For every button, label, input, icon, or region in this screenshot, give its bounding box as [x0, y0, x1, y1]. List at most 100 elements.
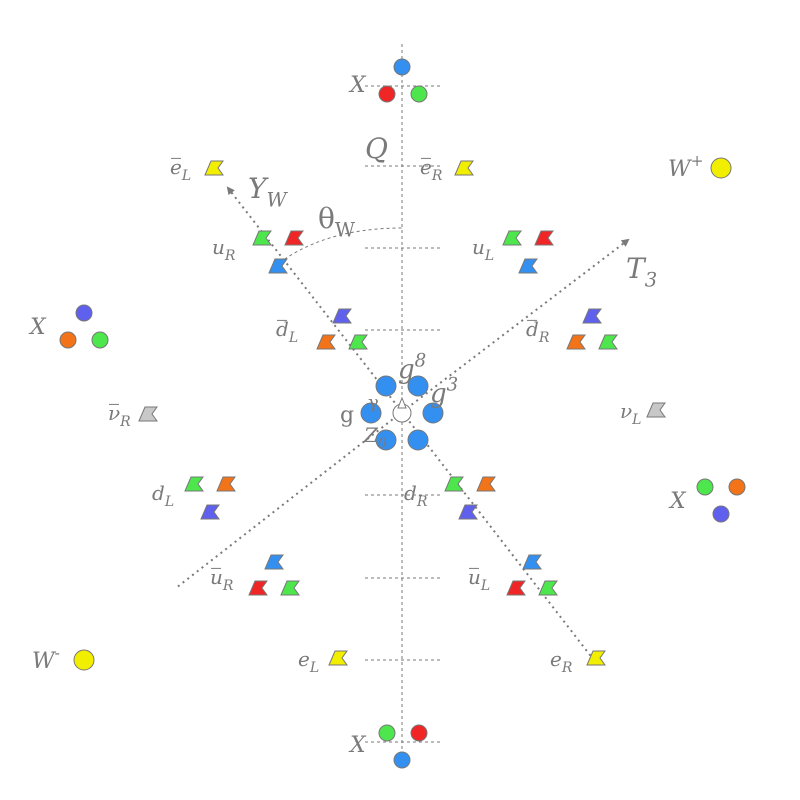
ubar-r-label-text: u — [210, 565, 223, 589]
x-top-label-text: X — [348, 73, 367, 98]
dbar-l-shape-2 — [316, 334, 336, 350]
w-minus-label-superscript: - — [55, 644, 60, 662]
u-l-label-subscript: L — [484, 248, 494, 264]
e-r-shape — [586, 650, 606, 666]
e-l-label-text: e — [298, 647, 310, 671]
yw-axis-label-subscript: W — [266, 188, 288, 211]
x-right-violet-circle — [712, 505, 730, 523]
x-bottom-blue-circle — [393, 751, 411, 769]
d-l-shape-2 — [216, 476, 236, 492]
z0-label: Z0 — [363, 423, 387, 452]
d-r-label: dR — [404, 481, 428, 510]
ebar-l-label: eL — [170, 155, 191, 184]
g8-label: g8 — [398, 350, 426, 385]
x-left-orange-circle — [59, 331, 77, 349]
x-right-label-text: X — [668, 489, 687, 514]
x-bottom-label-text: X — [348, 733, 367, 758]
d-l-label: dL — [152, 481, 174, 510]
e-l-label-subscript: L — [309, 660, 319, 676]
x-top-label: X — [348, 73, 367, 98]
x-bottom-label: X — [348, 733, 367, 758]
e-l-shape — [328, 650, 348, 666]
ebar-r-label-subscript: R — [431, 168, 443, 184]
nu-l-label-subscript: L — [631, 412, 641, 428]
nu-l-shape — [646, 402, 666, 418]
u-r-shape-3 — [268, 258, 288, 274]
ubar-r-label-subscript: R — [222, 578, 234, 594]
dbar-l-label-text: d — [276, 317, 289, 341]
d-r-shape-2 — [476, 476, 496, 492]
z0-label-text: Z — [363, 423, 379, 447]
dbar-r-label-text: d — [526, 317, 539, 341]
g8-label-text: g — [398, 355, 415, 385]
x-left-label: X — [28, 315, 47, 340]
dbar-r-shape-3 — [598, 334, 618, 350]
ubar-r-shape-1 — [264, 554, 284, 570]
ubar-l-shape-2 — [506, 580, 526, 596]
ubar-l-label-text: u — [468, 565, 481, 589]
ubar-l-label: uL — [468, 565, 490, 594]
g3-label-superscript: 3 — [447, 374, 459, 395]
u-r-label: uR — [212, 235, 236, 264]
weinberg-angle-arc — [269, 227, 403, 271]
x-left-label-text: X — [28, 315, 47, 340]
weinberg-angle-label: θW — [318, 202, 356, 241]
nubar-r-label-text: ν — [108, 401, 120, 425]
yw-axis-label-text: Y — [248, 172, 269, 205]
w-minus-circle — [73, 649, 95, 671]
d-l-shape-3 — [200, 504, 220, 520]
weak-isospin-axis-label-text: T — [626, 252, 647, 285]
x-left-violet-circle — [75, 304, 93, 322]
dbar-l-label-subscript: L — [288, 330, 298, 346]
e-l-label: eL — [298, 647, 319, 676]
w-plus-circle — [710, 157, 732, 179]
weak-isospin-axis-label: T3 — [626, 252, 657, 291]
dbar-r-label: dR — [526, 317, 550, 346]
w-plus-label-superscript: + — [691, 152, 704, 170]
x-right-label: X — [668, 489, 687, 514]
yw-axis-label: YW — [248, 172, 288, 211]
e-r-label: eR — [550, 647, 573, 676]
u-l-shape-3 — [518, 258, 538, 274]
weak-isospin-axis-label-subscript: 3 — [645, 268, 657, 291]
e-r-label-text: e — [550, 647, 562, 671]
gluon-circle-2 — [407, 375, 429, 397]
photon-label: γ — [368, 392, 379, 413]
dbar-r-shape-1 — [582, 308, 602, 324]
x-top-red-circle — [378, 85, 396, 103]
ebar-r-label-text: e — [420, 155, 432, 179]
q-axis-label-text: Q — [365, 132, 388, 165]
x-bottom-green-circle — [378, 724, 396, 742]
ubar-l-shape-3 — [538, 580, 558, 596]
nu-l-label-text: ν — [620, 399, 632, 423]
g3-label: g3 — [430, 374, 458, 409]
x-top-green-circle — [410, 85, 428, 103]
x-bottom-red-circle — [410, 724, 428, 742]
d-r-shape-3 — [458, 504, 478, 520]
ubar-r-shape-2 — [248, 580, 268, 596]
x-left-green-circle — [91, 331, 109, 349]
x-top-blue-circle — [393, 58, 411, 76]
u-l-label-text: u — [472, 235, 485, 259]
w-minus-label-text: W — [32, 649, 57, 674]
u-r-shape-2 — [284, 230, 304, 246]
d-l-label-subscript: L — [164, 494, 174, 510]
gluon-circle-4 — [422, 402, 444, 424]
u-l-shape-2 — [534, 230, 554, 246]
e-r-label-subscript: R — [561, 660, 573, 676]
nubar-r-label-subscript: R — [119, 414, 131, 430]
q-axis-label: Q — [365, 132, 388, 165]
u-r-label-subscript: R — [224, 248, 236, 264]
dbar-r-label-subscript: R — [538, 330, 550, 346]
u-l-shape-1 — [502, 230, 522, 246]
ubar-l-shape-1 — [522, 554, 542, 570]
nubar-r-shape — [138, 406, 158, 422]
yw-axis-line — [226, 186, 403, 413]
w-minus-label: W- — [32, 644, 60, 674]
ebar-l-label-text: e — [170, 155, 182, 179]
ebar-l-label-subscript: L — [181, 168, 191, 184]
ebar-l-shape — [204, 160, 224, 176]
dbar-l-shape-1 — [332, 308, 352, 324]
z0-label-subscript: 0 — [378, 436, 387, 452]
